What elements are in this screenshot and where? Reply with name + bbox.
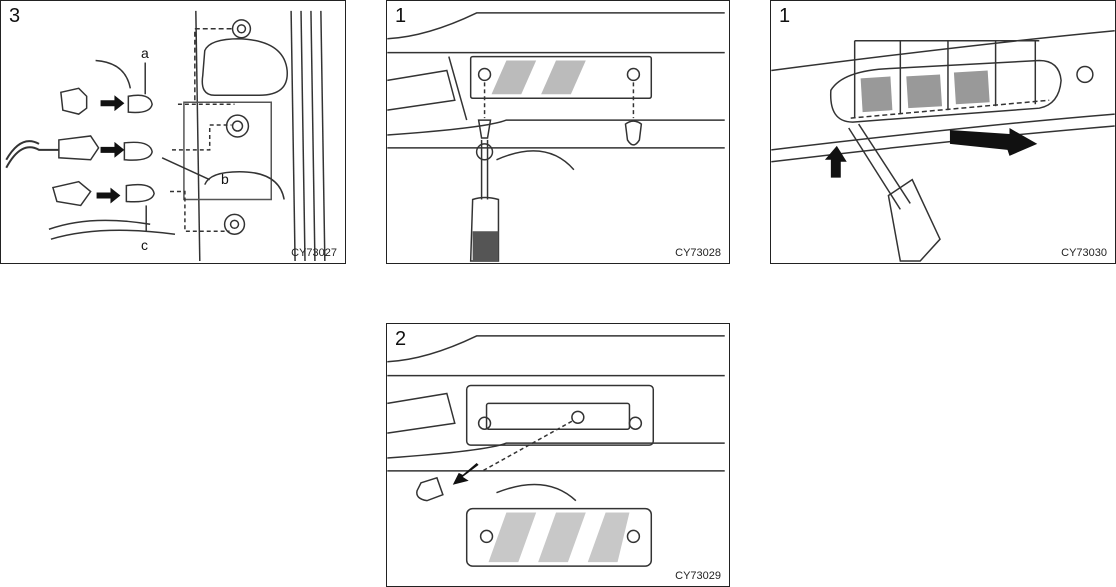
callout-b: b [221, 171, 229, 187]
illustration-panel-screw-removal: 1 CY73028 [386, 0, 730, 264]
step-number: 1 [779, 5, 790, 28]
illustration-panel-bulb-sockets: 3 a b c CY73027 [0, 0, 346, 264]
illustration-panel-bulb-removal: 2 CY73029 [386, 323, 730, 587]
screw-removal-illustration [387, 1, 729, 263]
callout-a: a [141, 45, 149, 61]
lamp-pry-illustration [771, 1, 1115, 263]
bulb-removal-illustration [387, 324, 729, 586]
step-number: 3 [9, 5, 20, 28]
step-number: 2 [395, 328, 406, 351]
figure-code: CY73028 [675, 247, 721, 259]
step-number: 1 [395, 5, 406, 28]
illustration-panel-lamp-pry: 1 CY73030 [770, 0, 1116, 264]
figure-code: CY73030 [1061, 247, 1107, 259]
callout-c: c [141, 237, 148, 253]
figure-code: CY73027 [291, 247, 337, 259]
bulb-socket-illustration [1, 1, 345, 263]
figure-code: CY73029 [675, 570, 721, 582]
